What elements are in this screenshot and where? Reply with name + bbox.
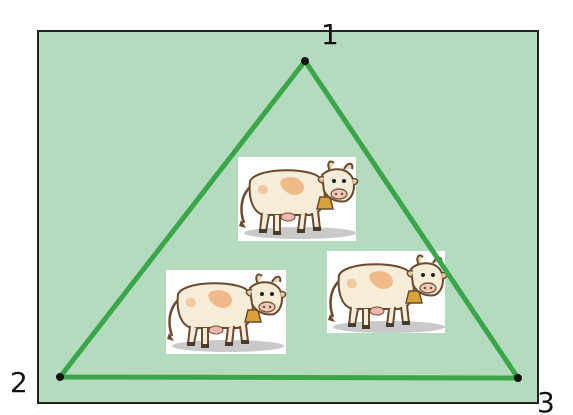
vertex-2-label: 2	[10, 366, 28, 399]
cow-icon	[326, 251, 448, 335]
vertex-3-label: 3	[537, 386, 555, 415]
vertex-1-label: 1	[321, 18, 339, 51]
triangle-outline	[57, 58, 521, 381]
vertex-2-dot	[56, 373, 64, 381]
cow-icon	[165, 270, 287, 354]
cow-icon	[237, 157, 359, 241]
vertex-1-dot	[301, 57, 309, 65]
vertex-3-dot	[514, 374, 522, 382]
